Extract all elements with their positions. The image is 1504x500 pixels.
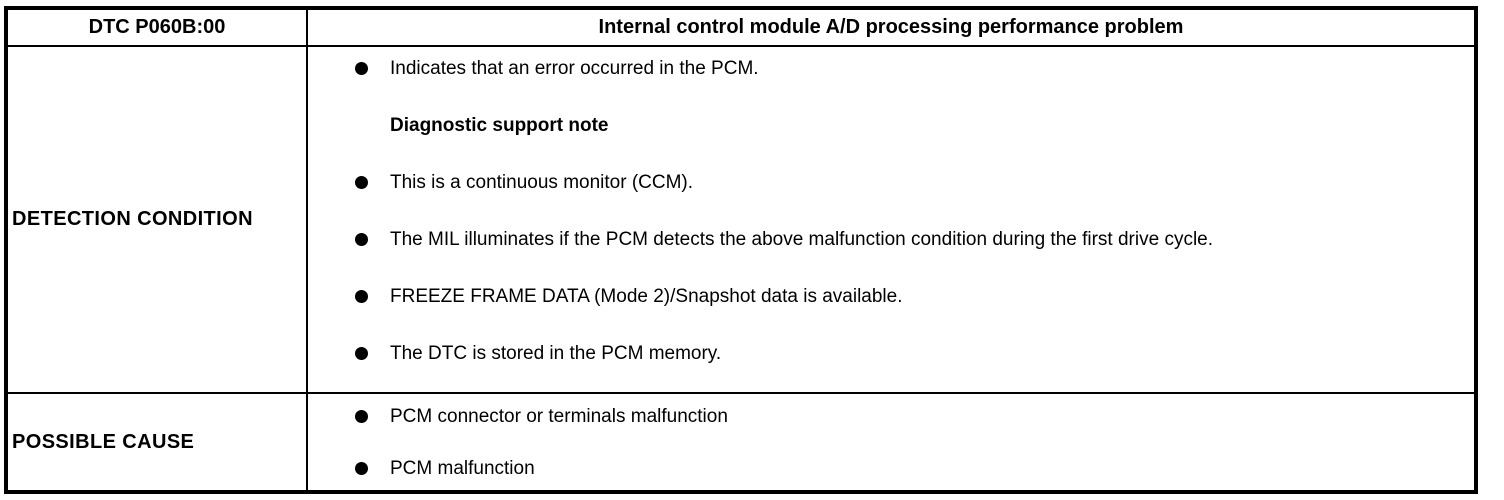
list-item-text: PCM malfunction <box>390 458 535 479</box>
list-item: FREEZE FRAME DATA (Mode 2)/Snapshot data… <box>355 284 1464 309</box>
list-item-text: FREEZE FRAME DATA (Mode 2)/Snapshot data… <box>390 286 903 307</box>
list-item: PCM connector or terminals malfunction <box>355 404 1464 429</box>
detection-condition-label: DETECTION CONDITION <box>12 208 253 230</box>
list-item-text: PCM connector or terminals malfunction <box>390 406 728 427</box>
list-item: Indicates that an error occurred in the … <box>355 56 1464 81</box>
list-item: This is a continuous monitor (CCM). <box>355 170 1464 195</box>
list-item-text: The DTC is stored in the PCM memory. <box>390 343 722 364</box>
dtc-title-cell: Internal control module A/D processing p… <box>308 10 1474 47</box>
diagnostic-support-note-heading: Diagnostic support note <box>390 115 609 136</box>
bullet-icon <box>355 347 368 360</box>
list-item-text: Indicates that an error occurred in the … <box>390 58 759 79</box>
detection-condition-content-cell: Indicates that an error occurred in the … <box>308 47 1474 394</box>
dtc-info-table: DTC P060B:00 Internal control module A/D… <box>4 6 1478 494</box>
dtc-code-cell: DTC P060B:00 <box>8 10 308 47</box>
list-item-text: The MIL illuminates if the PCM detects t… <box>390 229 1214 250</box>
bullet-icon <box>355 233 368 246</box>
list-item-text: This is a continuous monitor (CCM). <box>390 172 694 193</box>
bullet-icon <box>355 410 368 423</box>
list-item: The MIL illuminates if the PCM detects t… <box>355 227 1464 252</box>
bullet-icon <box>355 462 368 475</box>
bullet-icon <box>355 176 368 189</box>
list-item: The DTC is stored in the PCM memory. <box>355 341 1464 366</box>
dtc-title-text: Internal control module A/D processing p… <box>598 16 1184 38</box>
possible-cause-label-cell: POSSIBLE CAUSE <box>8 394 308 490</box>
list-item: PCM malfunction <box>355 456 1464 481</box>
dtc-code-text: DTC P060B:00 <box>88 16 226 38</box>
possible-cause-label: POSSIBLE CAUSE <box>12 430 195 453</box>
possible-cause-content-cell: PCM connector or terminals malfunction P… <box>308 394 1474 490</box>
detection-condition-label-cell: DETECTION CONDITION <box>8 47 308 394</box>
bullet-icon <box>355 62 368 75</box>
bullet-icon <box>355 290 368 303</box>
